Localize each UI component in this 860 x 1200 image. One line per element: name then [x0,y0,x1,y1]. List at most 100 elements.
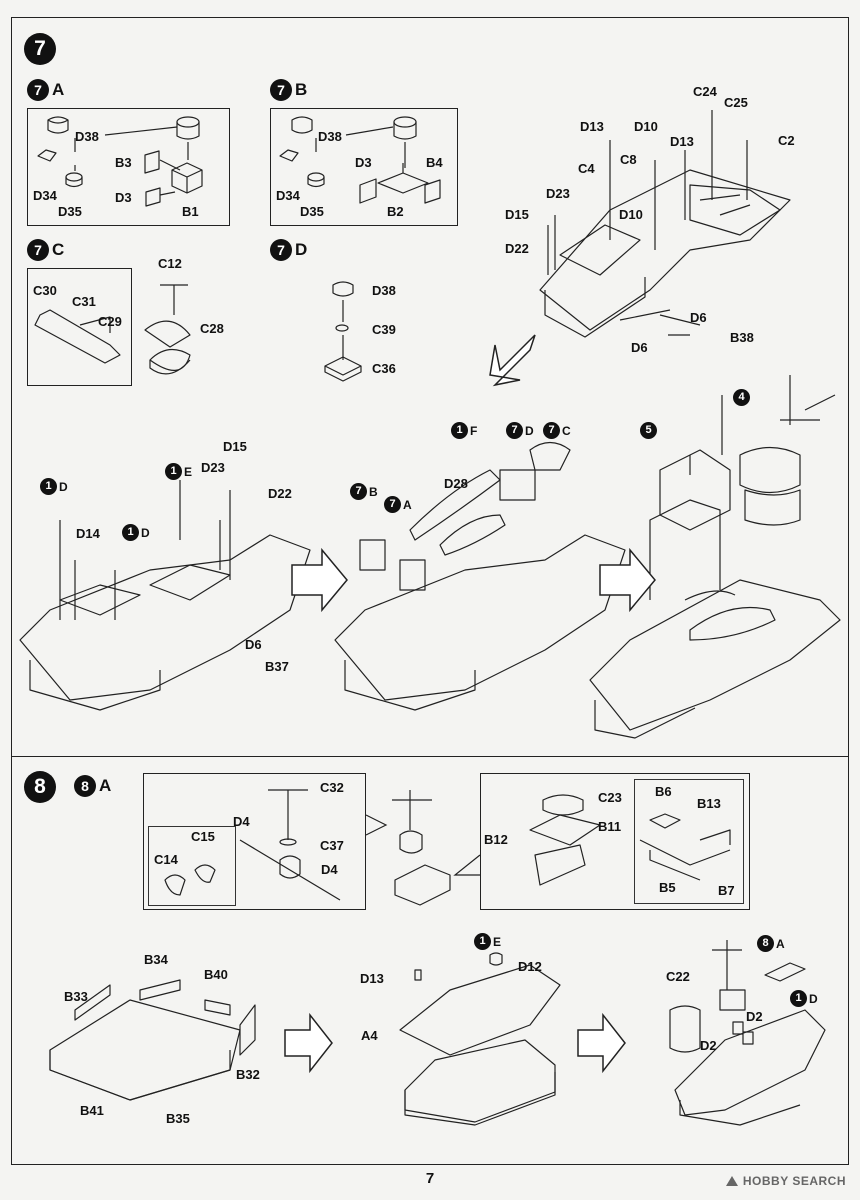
part-c32-mast [268,789,308,840]
part-label: B12 [484,832,508,847]
watermark-text: HOBBY SEARCH [742,1174,846,1188]
part-label: D35 [300,204,324,219]
part-label: B35 [166,1111,190,1126]
part-d35-a [65,172,83,188]
part-label: C37 [320,838,344,853]
substep-7b-num: 7 [270,79,292,101]
part-c39 [335,324,349,332]
part-label: D15 [223,439,247,454]
part-label: C29 [98,314,122,329]
part-label: C2 [778,133,795,148]
part-label: C25 [724,95,748,110]
part-d38-turret-b [291,116,313,134]
part-label: D3 [115,190,132,205]
part-label: C14 [154,852,178,867]
substep-7a-num: 7 [27,79,49,101]
arrow-right-icon [577,1012,626,1074]
substep-7d-letter: D [295,240,308,259]
substep-8a-inset-b5 [634,779,744,904]
part-label: B37 [265,659,289,674]
part-label: D3 [355,155,372,170]
arrow-right-icon [599,547,656,613]
arrow-right-icon [284,1012,333,1074]
arrow-right-icon [291,547,348,613]
part-label: B33 [64,989,88,1004]
substep-7a-letter: A [52,80,65,99]
ref-5: 5 [640,422,657,439]
part-label: D6 [631,340,648,355]
part-b6-b13-b5-b7 [639,813,731,881]
part-label: D13 [360,971,384,986]
part-label: C36 [372,361,396,376]
part-label: D22 [268,486,292,501]
substep-7c-label: 7 C [27,239,64,261]
part-label: D23 [546,186,570,201]
part-label: C28 [200,321,224,336]
part-label: A4 [361,1028,378,1043]
part-label: C31 [72,294,96,309]
substep-8a-label: 8 A [74,775,111,797]
part-d3-a [145,187,161,207]
part-label: D6 [690,310,707,325]
arrow-down-left-icon [489,334,536,387]
part-c37-d4 [239,838,341,901]
part-label: C24 [693,84,717,99]
substep-7c-num: 7 [27,239,49,261]
part-label: D34 [33,188,57,203]
part-c28 [144,320,191,375]
part-label: B11 [598,819,622,834]
part-top-deck [539,169,791,338]
part-label: D10 [634,119,658,134]
part-label: D13 [580,119,604,134]
hobby-search-logo-icon [725,1176,738,1186]
part-hull-mid-3 [589,446,841,739]
substep-7b-label: 7 B [270,79,307,101]
part-label: D22 [505,241,529,256]
part-label: D12 [518,959,542,974]
part-label: B5 [659,880,676,895]
substep-7a-label: 7 A [27,79,64,101]
part-8a-assembled [392,790,451,906]
part-label: D35 [58,204,82,219]
part-hull-mid-2 [334,441,626,711]
part-label: D2 [746,1009,763,1024]
step-7-badge: 7 [24,33,56,65]
part-label: C30 [33,283,57,298]
part-d35-b [307,172,325,188]
part-label: D4 [321,862,338,877]
part-d3-b [359,178,377,204]
part-label: C4 [578,161,595,176]
substep-7c-letter: C [52,240,65,259]
part-d38-d [332,281,354,297]
part-label: B13 [697,796,721,811]
part-hull-frame-b [49,979,256,1101]
part-label: B40 [204,967,228,982]
part-label: C23 [598,790,622,805]
part-c12 [160,284,188,315]
part-label: B32 [236,1067,260,1082]
part-label: C8 [620,152,637,167]
part-d34-a [37,149,57,162]
part-label: D4 [233,814,250,829]
part-label: D10 [619,207,643,222]
part-b-turret-a [176,116,200,140]
part-label: B1 [182,204,199,219]
part-label: B7 [718,883,735,898]
part-hull-a4 [399,952,561,1126]
part-label: B4 [426,155,443,170]
page-frame [11,17,849,1165]
part-label: D13 [670,134,694,149]
page-number: 7 [425,1170,435,1187]
